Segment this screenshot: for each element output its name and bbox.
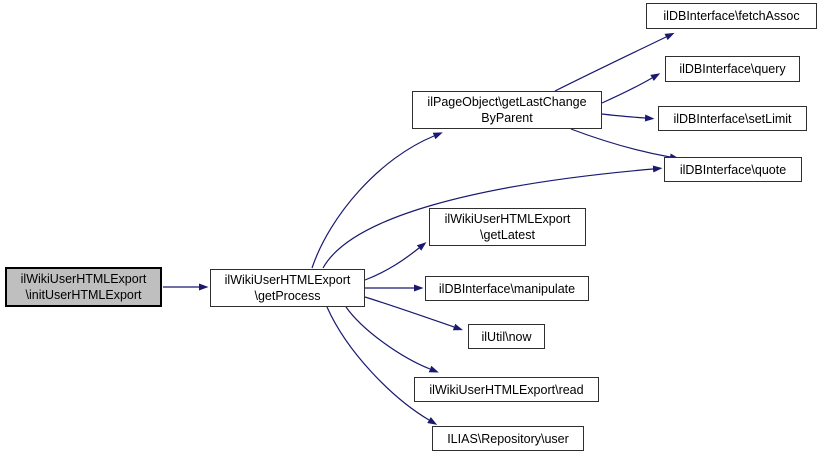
- node-getLastChangeByParent[interactable]: ilPageObject\getLastChange ByParent: [412, 91, 602, 129]
- node-label: ilDBInterface\manipulate: [438, 281, 576, 296]
- node-user[interactable]: ILIAS\Repository\user: [432, 426, 584, 451]
- node-label: \getLatest: [480, 228, 535, 242]
- node-label: ilDBInterface\query: [679, 62, 786, 76]
- node-fetchAssoc[interactable]: ilDBInterface\fetchAssoc: [646, 3, 817, 29]
- edge-getProcess-to-getLastChange: [311, 132, 443, 269]
- node-query[interactable]: ilDBInterface\query: [665, 56, 800, 82]
- node-label: ilDBInterface\quote: [679, 162, 787, 177]
- edge-getProcess-to-read: [345, 306, 439, 373]
- node-label: ILIAS\Repository\user: [447, 431, 569, 446]
- edge-getProcess-to-getLatest: [364, 242, 427, 281]
- node-read[interactable]: ilWikiUserHTMLExport\read: [414, 377, 599, 402]
- node-label: ilWikiUserHTMLExport: [20, 272, 147, 286]
- edge-getLastChange-to-setLimit: [601, 113, 655, 122]
- node-label: ByParent: [481, 111, 533, 125]
- edge-getProcess-to-now: [364, 296, 463, 331]
- node-label: \initUserHTMLExport: [25, 288, 142, 302]
- node-label: ilWikiUserHTMLExport: [444, 212, 571, 226]
- edge-getLastChange-to-query: [601, 73, 661, 104]
- node-quote[interactable]: ilDBInterface\quote: [664, 157, 802, 182]
- node-label: \getProcess: [254, 289, 321, 303]
- edge-getLastChange-to-quote: [570, 128, 680, 161]
- node-setLimit[interactable]: ilDBInterface\setLimit: [658, 106, 807, 131]
- node-label: ilWikiUserHTMLExport: [224, 273, 351, 287]
- node-getProcess[interactable]: ilWikiUserHTMLExport \getProcess: [210, 269, 365, 307]
- edge-getLastChange-to-fetchAssoc: [554, 32, 675, 92]
- node-label: ilDBInterface\setLimit: [673, 111, 792, 126]
- node-now[interactable]: ilUtil\now: [468, 324, 545, 349]
- edge-getProcess-to-user: [326, 306, 438, 425]
- node-label: ilDBInterface\fetchAssoc: [663, 9, 800, 23]
- node-label: ilPageObject\getLastChange: [427, 95, 587, 109]
- node-getLatest[interactable]: ilWikiUserHTMLExport \getLatest: [429, 208, 586, 246]
- node-manipulate[interactable]: ilDBInterface\manipulate: [425, 276, 589, 301]
- node-label: ilWikiUserHTMLExport\read: [429, 382, 584, 397]
- node-initUserHTMLExport: ilWikiUserHTMLExport \initUserHTMLExport: [5, 267, 162, 307]
- node-label: ilUtil\now: [481, 329, 532, 344]
